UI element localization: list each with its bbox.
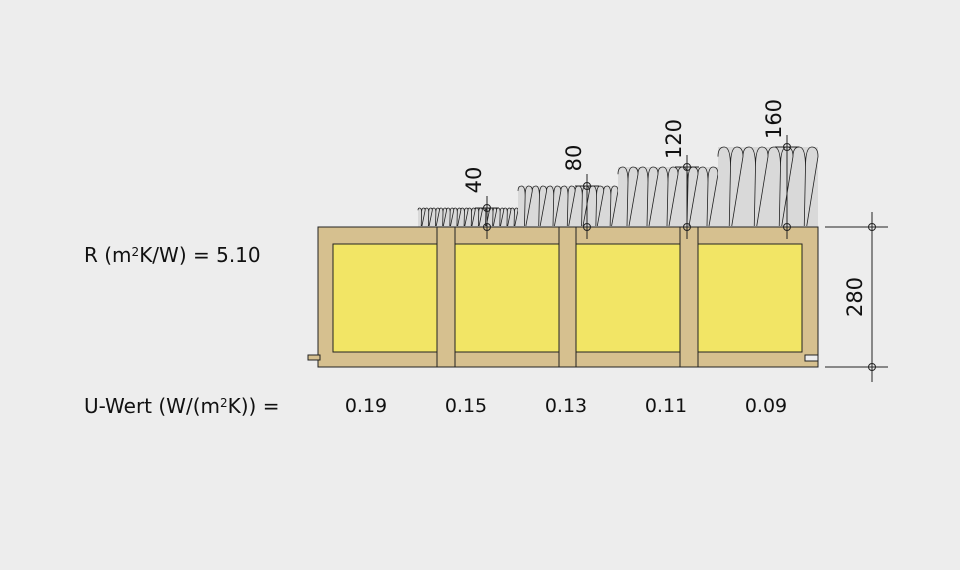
tongue-left <box>307 354 321 361</box>
r-value-label: R (m2K/W) = 5.10 <box>84 243 261 267</box>
insulation-layer-40 <box>417 207 519 227</box>
insulation-thickness-label: 40 <box>462 167 486 194</box>
insulation-dimension-40: 40 <box>462 167 499 239</box>
insulation-layer-120 <box>617 166 719 227</box>
core-insulation-panel <box>332 243 438 353</box>
wall-section <box>307 226 819 368</box>
u-value-4: 0.09 <box>744 395 788 417</box>
insulation-thickness-label: 80 <box>562 145 586 172</box>
u-value-1: 0.15 <box>444 395 488 417</box>
core-insulation-panel <box>454 243 560 353</box>
wall-thickness-label: 280 <box>843 277 867 317</box>
u-value-0: 0.19 <box>344 395 388 417</box>
insulation-dimension-120: 120 <box>662 119 699 239</box>
insulation-dimension-160: 160 <box>762 99 799 239</box>
groove-right <box>804 354 819 362</box>
added-insulation-layers <box>417 146 819 227</box>
u-value-label: U-Wert (W/(m2K)) = <box>84 394 280 418</box>
wall-thickness-dimension: 280 <box>825 212 888 382</box>
core-insulation-panel <box>575 243 681 353</box>
insulation-layer-160 <box>717 146 819 227</box>
u-value-2: 0.13 <box>544 395 588 417</box>
core-insulation-panel <box>697 243 803 353</box>
dimension-lines: 40 80 120 160 <box>462 99 799 239</box>
insulation-layer-80 <box>517 185 619 227</box>
insulation-thickness-label: 160 <box>762 99 786 139</box>
insulation-dimension-80: 80 <box>562 145 599 239</box>
u-value-3: 0.11 <box>644 395 688 417</box>
insulation-thickness-label: 120 <box>662 119 686 159</box>
